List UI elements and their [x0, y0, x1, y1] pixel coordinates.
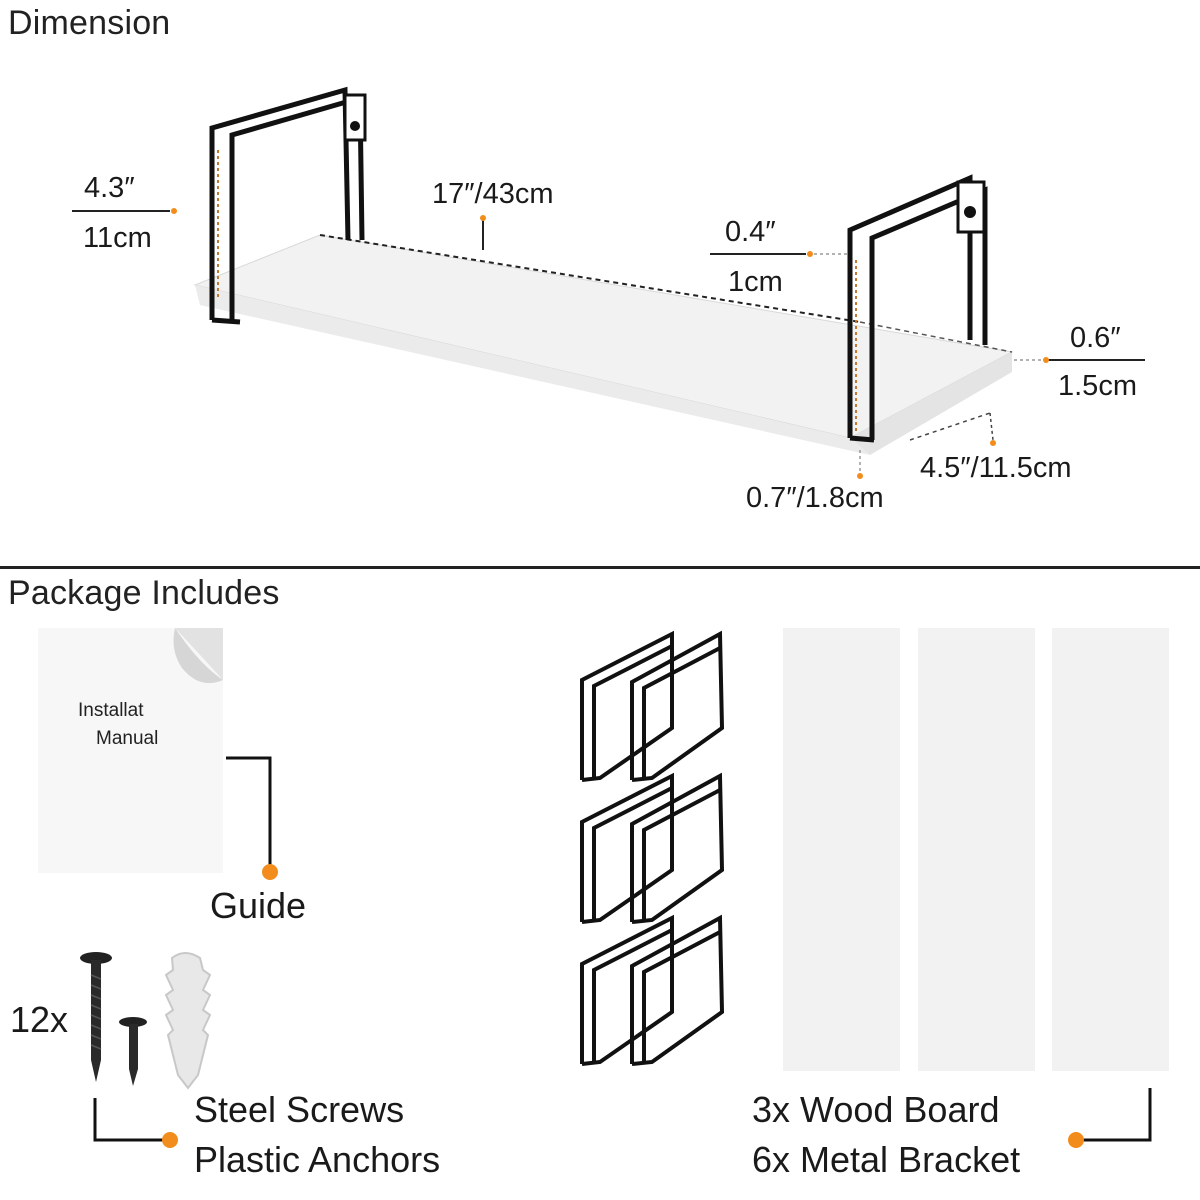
lip-label: 0.7″/1.8cm: [746, 482, 884, 514]
right-bracket: [847, 174, 988, 443]
metal-bracket-label: 6x Metal Bracket: [752, 1139, 1021, 1180]
thickness-cm-label: 1.5cm: [1058, 370, 1137, 402]
section-divider: [0, 566, 1200, 569]
anchor-icon: [164, 952, 212, 1090]
bracket-icon: [580, 630, 725, 1066]
bracket-width-inch-label: 0.4″: [725, 216, 776, 248]
manual-icon: [38, 628, 223, 873]
guide-label: Guide: [210, 885, 307, 926]
shelf-illustration: [193, 86, 1014, 455]
height-inch-label: 4.3″: [84, 172, 135, 204]
height-cm-label: 11cm: [83, 222, 152, 254]
bracket-width-cm-label: 1cm: [728, 266, 783, 298]
wood-board-label: 3x Wood Board: [752, 1089, 1000, 1130]
screw-icon-short: [119, 1017, 147, 1086]
screws-label: Steel Screws: [194, 1089, 405, 1130]
dimension-leaders: [72, 208, 1145, 479]
length-label: 17″/43cm: [432, 178, 554, 210]
manual-line-2: Manual: [96, 728, 159, 749]
wood-boards: [783, 628, 1169, 1071]
dimension-title: Dimension: [8, 4, 171, 42]
left-bracket: [209, 86, 367, 325]
depth-label: 4.5″/11.5cm: [920, 452, 1072, 484]
manual-line-1: Installat: [78, 700, 144, 721]
screws-count-label: 12x: [10, 999, 69, 1040]
thickness-inch-label: 0.6″: [1070, 322, 1121, 354]
anchors-label: Plastic Anchors: [194, 1139, 441, 1180]
screw-icon: [80, 952, 112, 1082]
package-title: Package Includes: [8, 574, 280, 612]
